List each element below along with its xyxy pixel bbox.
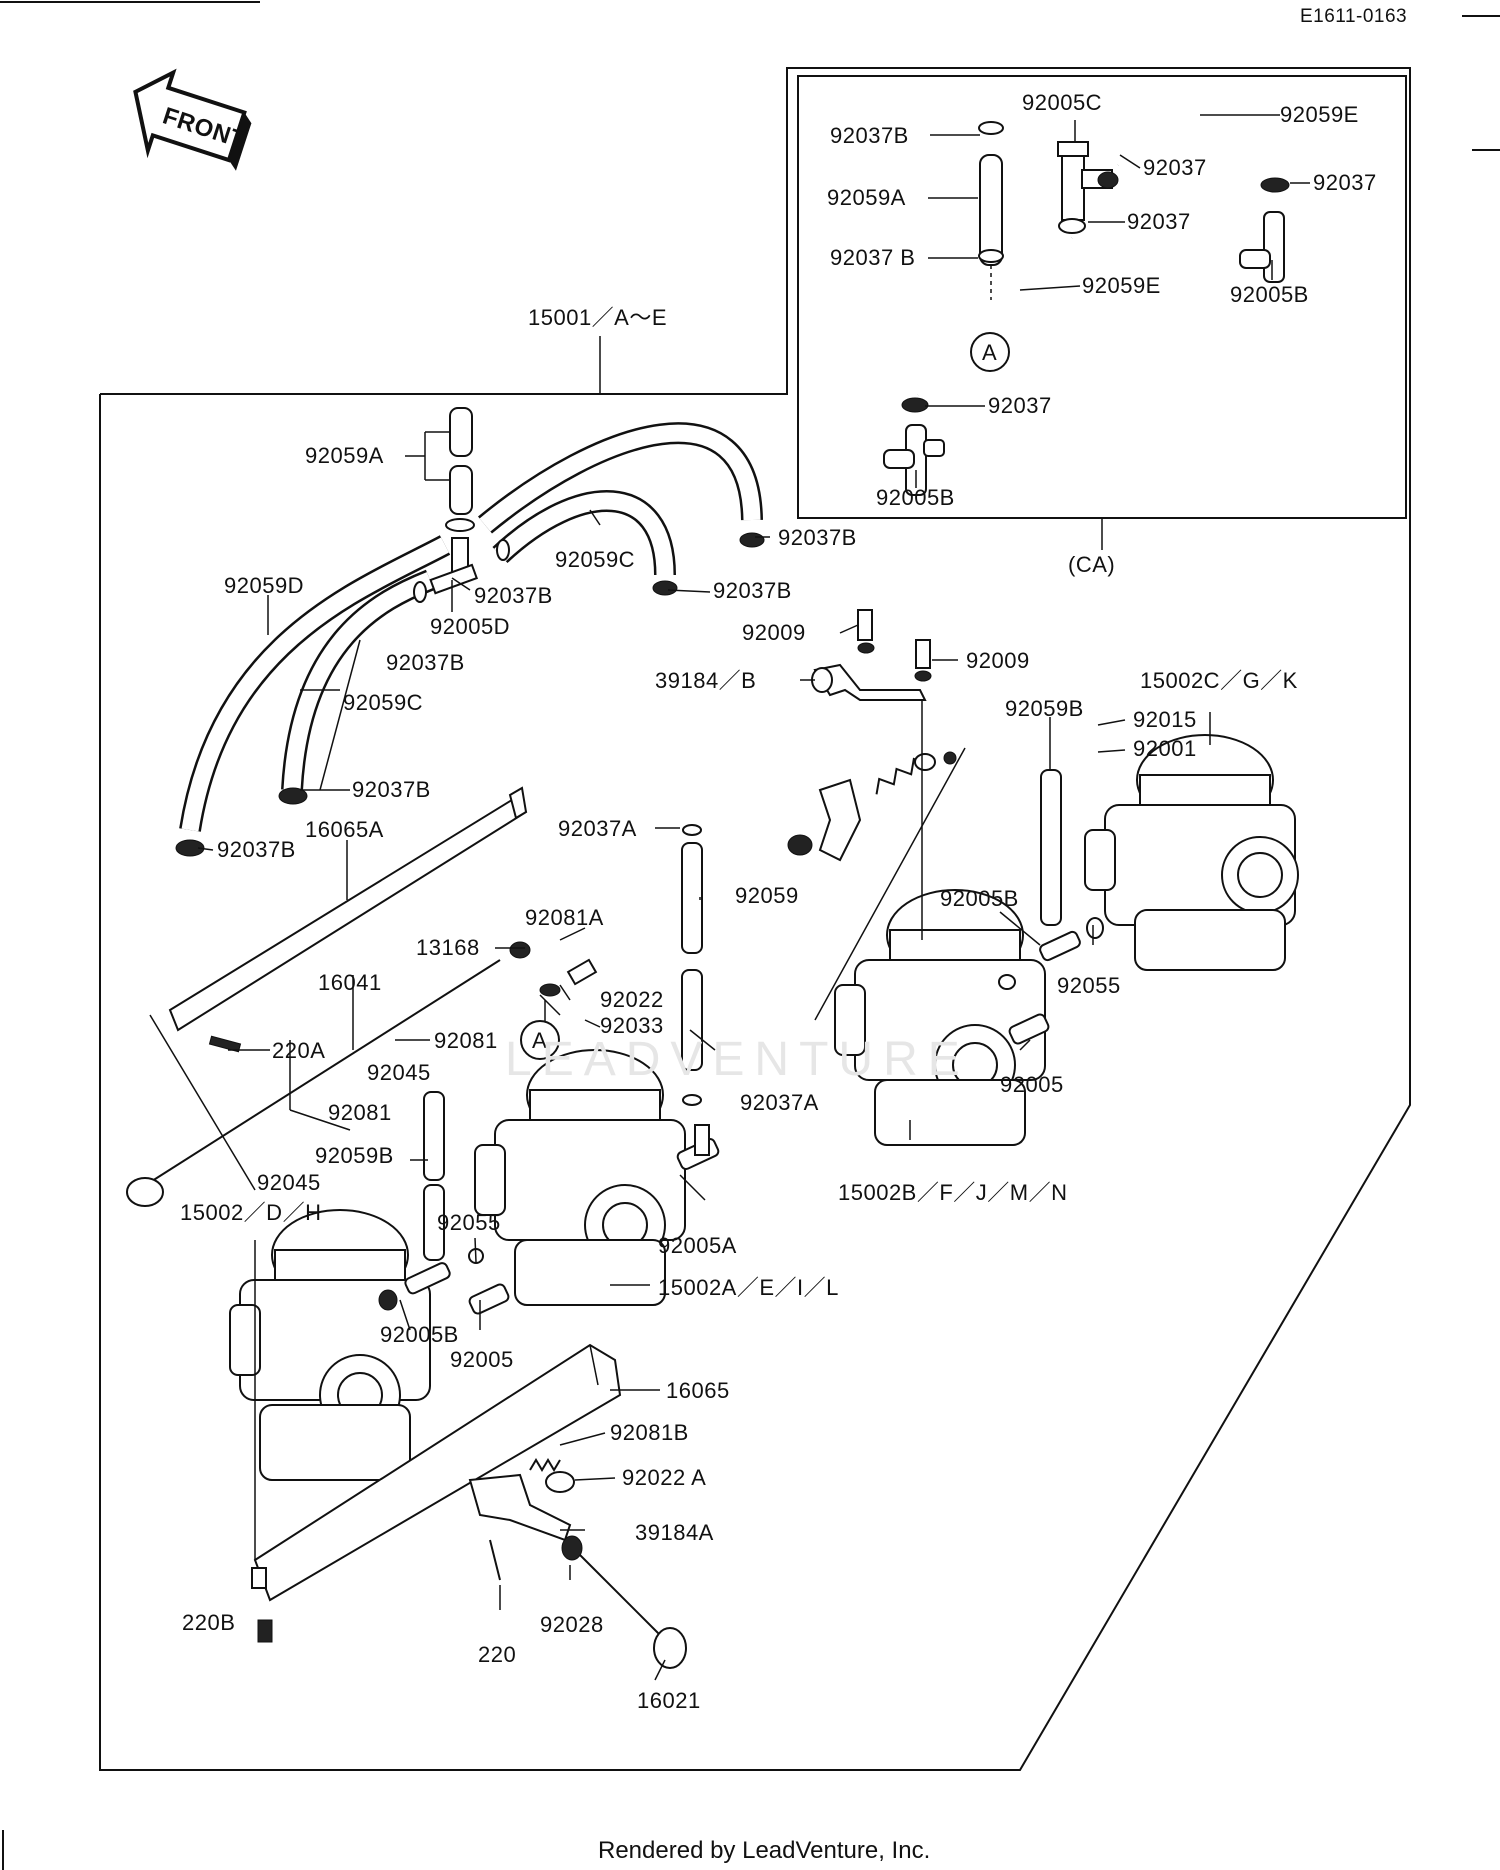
part-label: 92005B [940, 886, 1019, 911]
part-label: 92059A [827, 185, 906, 210]
part-label: 16021 [637, 1688, 701, 1713]
part-label: 92015 [1133, 707, 1197, 732]
part-label: 92037B [778, 525, 857, 550]
part-label: 92037 B [830, 245, 915, 270]
callout-a-bottom: A [520, 1020, 560, 1060]
part-label: 92009 [966, 648, 1030, 673]
watermark-text: LEADVENTURE [505, 1033, 970, 1086]
part-label: 92005 [1000, 1072, 1064, 1097]
part-label: 92033 [600, 1013, 664, 1038]
vent-hoses [423, 769, 1062, 1261]
fuel-hoses [175, 407, 765, 857]
part-label: 92037B [830, 123, 909, 148]
part-label: 16065A [305, 817, 384, 842]
part-label: 92045 [367, 1060, 431, 1085]
part-label: 92059A [305, 443, 384, 468]
part-label: 92059C [343, 690, 423, 715]
part-label: 92037 [988, 393, 1052, 418]
part-label: 92037 [1143, 155, 1207, 180]
part-label: 92022 [600, 987, 664, 1012]
part-label: 16065 [666, 1378, 730, 1403]
svg-text:A: A [532, 1028, 547, 1053]
part-label: 13168 [416, 935, 480, 960]
part-label: 92005B [380, 1322, 459, 1347]
assembly-frame [99, 67, 1411, 1771]
part-label: 92059D [224, 573, 304, 598]
part-label: 92037 [1127, 209, 1191, 234]
part-label: 92081A [525, 905, 604, 930]
part-label: 92037A [740, 1090, 819, 1115]
part-label: 92028 [540, 1612, 604, 1637]
part-label: 92055 [437, 1210, 501, 1235]
part-label: 92055 [1057, 973, 1121, 998]
part-label: 92037B [713, 578, 792, 603]
part-label: 92059B [1005, 696, 1084, 721]
choke-rail [126, 786, 598, 1207]
part-label: 220A [272, 1038, 325, 1063]
part-label: 92059B [315, 1143, 394, 1168]
lower-rail [251, 1343, 687, 1669]
carburetor-a [474, 1049, 686, 1306]
carburetor-c [1084, 734, 1299, 971]
part-label: 92037A [558, 816, 637, 841]
part-label: 220 [478, 1642, 516, 1667]
footer-credit: Rendered by LeadVenture, Inc. [598, 1837, 930, 1864]
part-label: 92059 [735, 883, 799, 908]
part-label: 92081B [610, 1420, 689, 1445]
callout-a-top: A [970, 332, 1010, 372]
carburetor-d [229, 1209, 431, 1481]
part-label: (CA) [1068, 552, 1115, 577]
part-label: 92005D [430, 614, 510, 639]
part-label: 15001／A～E [528, 305, 667, 330]
part-label: 92059E [1280, 102, 1359, 127]
leader-lines [197, 114, 1310, 1681]
part-label: 92001 [1133, 736, 1197, 761]
part-label: 92022 A [622, 1465, 706, 1490]
part-label: 220B [182, 1610, 235, 1635]
part-label: 92081 [328, 1100, 392, 1125]
part-label: 15002／D／H [180, 1200, 321, 1225]
part-label: 92081 [434, 1028, 498, 1053]
part-label: 92005B [1230, 282, 1309, 307]
part-label: 92037B [352, 777, 431, 802]
part-labels: 15001／A～E (CA) 92037B 92005C 92059E 9203… [180, 90, 1377, 1713]
carburetor-b [834, 889, 1046, 1146]
part-label: 92045 [257, 1170, 321, 1195]
part-label: 92005B [876, 485, 955, 510]
part-label: 39184A [635, 1520, 714, 1545]
part-label: 15002B／F／J／M／N [838, 1180, 1068, 1205]
part-label: 92037 [1313, 170, 1377, 195]
part-label: 92059E [1082, 273, 1161, 298]
part-label: 15002C／G／K [1140, 668, 1298, 693]
svg-text:A: A [982, 340, 997, 365]
part-label: 16041 [318, 970, 382, 995]
guide-lines [149, 700, 966, 1560]
part-label: 92037B [386, 650, 465, 675]
part-label: 92037B [474, 583, 553, 608]
part-label: 92059C [555, 547, 635, 572]
front-arrow-icon: FRONT [133, 68, 252, 171]
part-label: 92005C [1022, 90, 1102, 115]
throttle-linkage [787, 609, 957, 862]
ca-box-parts [883, 107, 1290, 496]
part-label: 92005A [658, 1233, 737, 1258]
part-label: 92009 [742, 620, 806, 645]
part-label: 92037B [217, 837, 296, 862]
part-label: 92005 [450, 1347, 514, 1372]
part-label: 15002A／E／I／L [658, 1275, 839, 1300]
part-label: 39184／B [655, 668, 756, 693]
diagram-code: E1611-0163 [1300, 6, 1407, 27]
